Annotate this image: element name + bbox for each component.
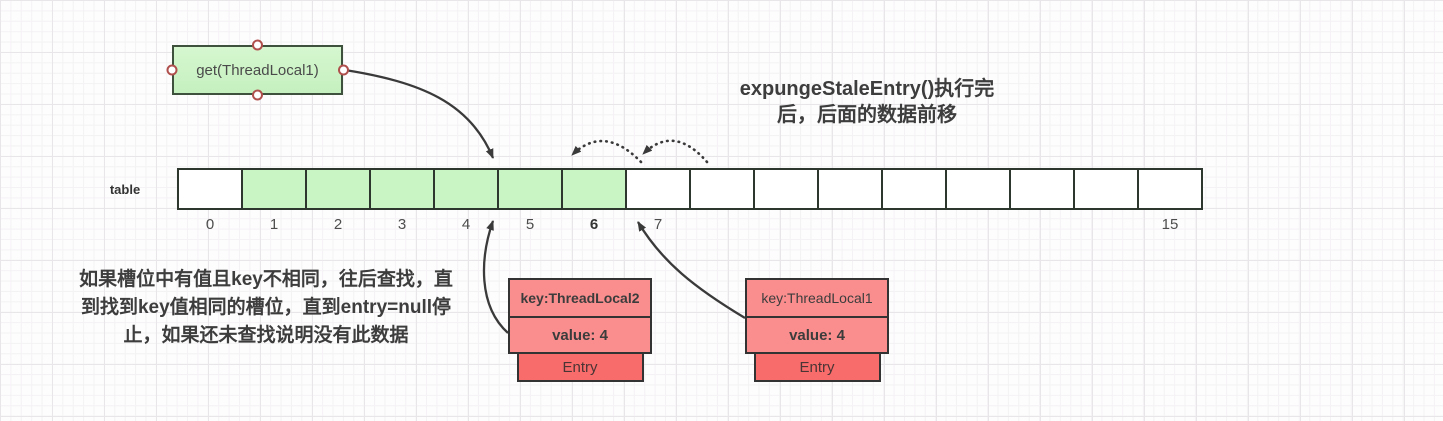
table-cell-0[interactable]: 0 <box>177 168 243 233</box>
table-cell-14[interactable] <box>1073 168 1139 210</box>
cell-index-label: 2 <box>333 216 343 233</box>
cell-index-label: 3 <box>397 216 407 233</box>
table-cell-11[interactable] <box>881 168 947 210</box>
entry1-tag[interactable]: Entry <box>516 352 644 382</box>
cell-index-label: 4 <box>461 216 471 233</box>
note-line1: 如果槽位中有值且key不相同，往后查找，直 <box>79 269 453 290</box>
cell-index-label: 5 <box>525 216 535 233</box>
entry2-tag[interactable]: Entry <box>753 352 881 382</box>
table-cell-4[interactable]: 4 <box>433 168 499 233</box>
diagram-title-line2: 后，后面的数据前移 <box>777 104 957 126</box>
table-cell-2[interactable]: 2 <box>305 168 371 233</box>
table-cell-8[interactable] <box>689 168 755 210</box>
get-threadlocal1-label: get(ThreadLocal1) <box>196 61 319 79</box>
table-cell-3[interactable]: 3 <box>369 168 435 233</box>
note-line3: 止，如果还未查找说明没有此数据 <box>123 325 409 346</box>
slot-array: 0 1 2 3 4 5 6 7 15 <box>177 168 1203 233</box>
table-cell-12[interactable] <box>945 168 1011 210</box>
cell-index-label: 6 <box>589 216 599 233</box>
note-line2: 到找到key值相同的槽位，直到entry=null停 <box>80 297 452 318</box>
table-cell-1[interactable]: 1 <box>241 168 307 233</box>
table-cell-15[interactable]: 15 <box>1137 168 1203 233</box>
arrow-shift-7-to-6 <box>641 139 709 164</box>
table-cell-5[interactable]: 5 <box>497 168 563 233</box>
table-cell-13[interactable] <box>1009 168 1075 210</box>
entry1-key[interactable]: key:ThreadLocal2 <box>508 278 652 318</box>
table-cell-6[interactable]: 6 <box>561 168 627 233</box>
table-cell-9[interactable] <box>753 168 819 210</box>
cell-index-label: 7 <box>653 216 663 233</box>
cell-index-label: 15 <box>1161 216 1179 233</box>
note-text: 如果槽位中有值且key不相同，往后查找，直 到找到key值相同的槽位，直到ent… <box>35 266 497 350</box>
table-label: table <box>109 182 141 197</box>
arrow-entry2-to-slot6 <box>637 221 746 319</box>
diagram-title: expungeStaleEntry()执行完 后，后面的数据前移 <box>700 76 1034 128</box>
table-cell-7[interactable]: 7 <box>625 168 691 233</box>
entry1-value[interactable]: value: 4 <box>508 316 652 354</box>
diagram-title-line1: expungeStaleEntry()执行完 <box>739 78 995 100</box>
entry-threadlocal1-shape[interactable]: key:ThreadLocal1 value: 4 Entry <box>745 278 889 382</box>
entry2-value[interactable]: value: 4 <box>745 316 889 354</box>
arrow-shift-6-to-5 <box>570 139 643 164</box>
entry2-key[interactable]: key:ThreadLocal1 <box>745 278 889 318</box>
arrow-get-to-slot4 <box>344 68 495 159</box>
entry-threadlocal2-shape[interactable]: key:ThreadLocal2 value: 4 Entry <box>508 278 652 382</box>
table-cell-10[interactable] <box>817 168 883 210</box>
cell-index-label: 0 <box>205 216 215 233</box>
get-threadlocal1-shape[interactable]: get(ThreadLocal1) <box>172 45 343 95</box>
cell-index-label: 1 <box>269 216 279 233</box>
